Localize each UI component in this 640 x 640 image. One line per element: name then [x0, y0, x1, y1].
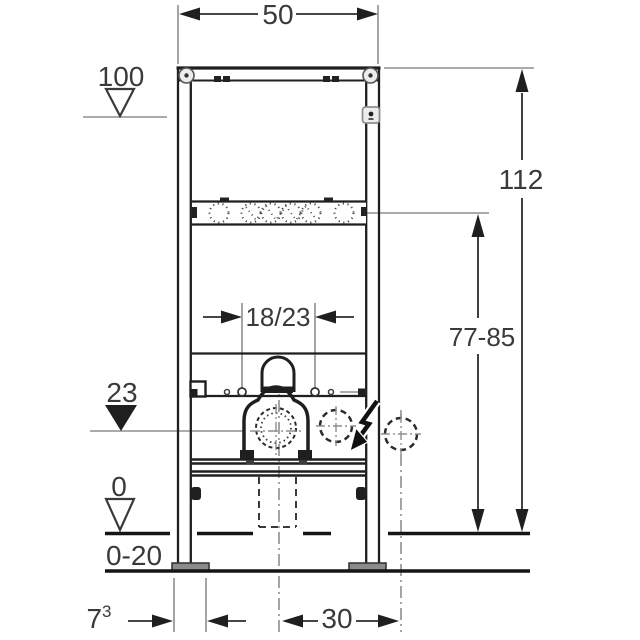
- clip-icon: [323, 76, 330, 82]
- knockout-outside: [381, 414, 421, 454]
- extension-lines: [83, 5, 534, 632]
- crossbar-tab: [361, 207, 366, 216]
- crossbar-tick: [220, 197, 229, 202]
- fastener-dot: [368, 111, 374, 117]
- arrow-left-icon: [207, 614, 228, 628]
- top-rail-clips: [214, 76, 339, 82]
- arrow-left-icon: [315, 310, 336, 324]
- zero-datum-label: 0: [111, 471, 127, 502]
- clip-icon: [332, 76, 339, 82]
- arrow-left-icon: [179, 7, 200, 21]
- floor-range-label: 0-20: [106, 540, 162, 571]
- outlet-pipe-stipple: [260, 412, 292, 444]
- arrow-right-icon: [378, 614, 399, 628]
- bolt-arrowhead: [349, 426, 369, 453]
- dim-lateral-offset: 30: [282, 603, 399, 634]
- datum-meter: 100: [98, 61, 145, 119]
- fixing-spacing-label: 18/23: [245, 302, 310, 332]
- open-datum-triangle-icon: [104, 87, 136, 119]
- bolt-hole-icon: [223, 388, 231, 396]
- arrow-down-icon: [471, 509, 485, 532]
- open-datum-triangle-icon: [104, 497, 136, 533]
- fixing-square: [358, 388, 365, 396]
- width-extension-lines: [177, 5, 379, 64]
- dim-fixing-spacing: 18/23: [203, 302, 354, 332]
- saddle-flange: [298, 450, 312, 460]
- bolt-hole-icon: [237, 387, 247, 397]
- knockout-mid: [316, 406, 356, 446]
- saddle-outline: [242, 385, 310, 458]
- saddle-flange: [240, 450, 254, 460]
- leg-clamp-icon: [356, 487, 366, 500]
- datum-outlet: 23: [105, 377, 138, 431]
- filled-datum-triangle-icon: [105, 405, 137, 431]
- arrow-up-icon: [471, 214, 485, 237]
- rail-fastener-box: [361, 106, 381, 124]
- dim-total-height: 112: [499, 69, 544, 532]
- screw-center: [368, 73, 373, 78]
- bolt-body: [356, 399, 379, 441]
- leg-clamp-icon: [191, 487, 201, 500]
- knockout-circle-icon: [300, 202, 322, 224]
- screw-center: [184, 73, 189, 78]
- electrical-bolt-icon: [349, 398, 381, 453]
- knockout-cross-dots: [245, 204, 317, 222]
- foot-extension-lines: [173, 578, 207, 632]
- crossbar-tick: [324, 197, 333, 202]
- crossbar-tab: [192, 207, 197, 218]
- datum-zero: 0: [104, 471, 136, 533]
- fastener-tick: [368, 118, 374, 120]
- perforated-crossbar: [192, 197, 366, 226]
- left-rail-bracket: [189, 380, 207, 398]
- right-rail: [365, 67, 381, 563]
- outlet-datum-label: 23: [106, 377, 137, 408]
- meter-datum-label: 100: [98, 61, 145, 92]
- foot-depth-value: 7: [86, 603, 102, 634]
- fixing-extension-lines: [241, 303, 316, 388]
- foot-depth-label: 73: [86, 602, 111, 634]
- bracket-base: [263, 386, 293, 393]
- saddle-foot: [299, 460, 307, 464]
- lower-traverse-2: [192, 470, 366, 477]
- dim-range-height: 77-85: [449, 214, 516, 532]
- dim-frame-width: 50: [179, 0, 378, 30]
- fixing-holes: [223, 387, 365, 397]
- knockout-circle-icon: [208, 202, 230, 224]
- drain-knockout-box: [258, 477, 297, 528]
- outlet-saddle: [240, 385, 312, 464]
- lateral-offset-label: 30: [321, 603, 352, 634]
- left-rail: [176, 67, 192, 563]
- arrow-right-icon: [152, 614, 173, 628]
- foot-depth-footnote: 3: [102, 602, 111, 621]
- total-height-label: 112: [499, 164, 544, 195]
- dim-foot-depth: 73: [86, 602, 246, 634]
- bolt-hole-icon: [310, 387, 320, 397]
- clip-icon: [214, 76, 221, 82]
- corner-screws: [178, 67, 379, 84]
- lower-traverse-1: [192, 458, 366, 465]
- saddle-foot: [246, 460, 254, 464]
- arrow-right-icon: [221, 310, 242, 324]
- frame-width-label: 50: [262, 0, 293, 30]
- bracket-arch: [260, 355, 296, 392]
- flush-pipe-bracket: [260, 355, 296, 393]
- knockout-crosshair: [316, 406, 356, 446]
- bolt-hole-icon: [327, 388, 335, 396]
- clip-icon: [223, 76, 230, 82]
- arrow-down-icon: [515, 509, 529, 532]
- bracket-fill: [190, 389, 198, 397]
- arrow-right-icon: [357, 7, 378, 21]
- knockout-crosshair: [381, 414, 421, 454]
- range-height-label: 77-85: [449, 322, 516, 352]
- arrow-left-icon: [282, 614, 303, 628]
- knockout-circle-icon: [333, 202, 355, 224]
- arrow-up-icon: [515, 69, 529, 92]
- frame: [171, 66, 387, 572]
- crossbar-body: [192, 202, 366, 224]
- floor-lines: [105, 531, 530, 573]
